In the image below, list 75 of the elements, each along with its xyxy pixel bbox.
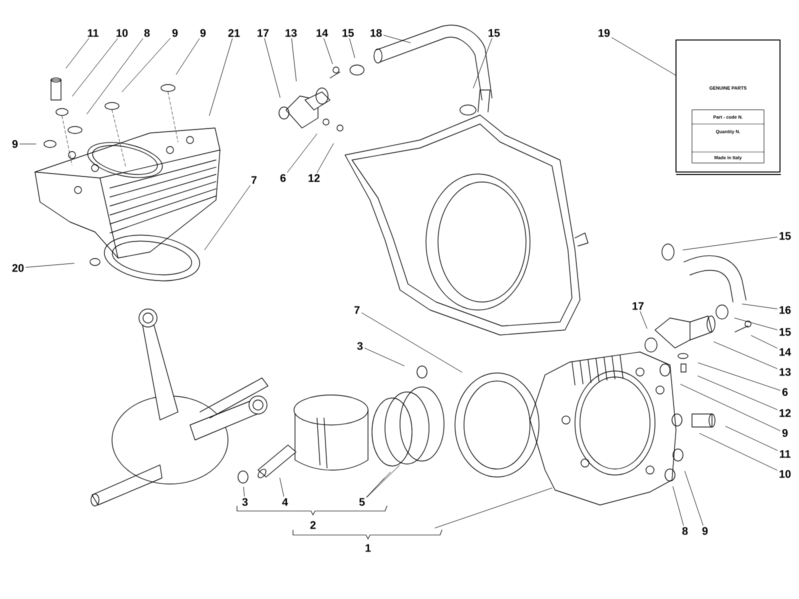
callout-number: 8: [144, 29, 150, 37]
leader-line: [684, 470, 704, 526]
leader-line: [699, 433, 778, 471]
leader-line: [366, 472, 391, 498]
leader-line: [291, 38, 297, 82]
leader-line: [72, 38, 118, 96]
callout-number: 14: [316, 29, 328, 37]
leader-line: [714, 342, 778, 369]
leader-line: [176, 38, 200, 75]
callout-number: 15: [488, 29, 500, 37]
callout-number: 15: [780, 232, 791, 240]
callout-number: 13: [286, 29, 297, 37]
leader-line: [750, 335, 778, 348]
callout-number: 11: [88, 29, 98, 37]
callout-number: 12: [780, 409, 791, 417]
callout-number: 7: [251, 176, 257, 184]
leader-line: [734, 318, 778, 330]
leader-line: [725, 426, 778, 451]
leader-line: [66, 38, 90, 68]
leader-line: [612, 37, 676, 76]
callout-number: 5: [359, 498, 365, 506]
callout-number: 12: [308, 174, 320, 182]
callout-number: 11: [780, 450, 790, 458]
leader-line: [280, 478, 284, 497]
leader-line: [349, 38, 356, 58]
callout-number: 9: [12, 140, 18, 148]
leader-line: [682, 236, 778, 250]
callout-number: 13: [780, 368, 791, 376]
leader-line: [640, 311, 648, 329]
leader-line: [362, 312, 462, 373]
leader-line: [384, 34, 411, 44]
leader-line: [243, 486, 245, 497]
callout-number: 3: [242, 498, 248, 506]
callout-number: 9: [782, 429, 788, 437]
callout-number: 10: [116, 29, 128, 37]
callout-number: 18: [370, 29, 382, 37]
callout-number: 15: [780, 328, 791, 336]
callout-number: 15: [342, 29, 354, 37]
callout-number: 17: [258, 29, 269, 37]
callout-number: 19: [598, 29, 610, 37]
callout-number: 16: [780, 306, 791, 314]
leader-line: [742, 304, 778, 310]
leader-line: [287, 134, 318, 173]
callout-number: 6: [782, 388, 788, 396]
callout-number: 17: [632, 302, 644, 310]
leader-line: [204, 185, 250, 250]
leader-line: [698, 362, 780, 391]
callout-number: 8: [682, 527, 688, 535]
leader-line: [86, 38, 144, 114]
callout-number: 9: [200, 29, 206, 37]
callout-number: 6: [280, 174, 286, 182]
leader-line: [209, 38, 233, 116]
leader-line: [680, 384, 780, 432]
leader-line: [26, 263, 74, 268]
callout-number: 2: [310, 521, 316, 529]
callout-number: 10: [780, 470, 791, 478]
leader-line: [366, 465, 400, 498]
callout-number: 1: [366, 544, 371, 552]
parts-booklet: [676, 40, 781, 175]
leader-line: [672, 486, 684, 526]
callout-number: 7: [354, 306, 360, 314]
callout-number: 14: [780, 348, 792, 356]
callout-number: 21: [228, 29, 240, 37]
leader-line: [316, 143, 334, 173]
leader-line: [122, 38, 170, 92]
leader-line: [698, 376, 778, 410]
leader-line: [473, 38, 492, 88]
callout-number: 4: [282, 498, 288, 506]
callout-number: 20: [12, 264, 24, 272]
leader-line: [264, 38, 280, 98]
callout-number: 3: [357, 342, 363, 350]
callout-number: 9: [172, 29, 178, 37]
leader-line: [324, 38, 333, 64]
callout-number: 9: [702, 527, 708, 535]
leader-line: [364, 348, 405, 366]
